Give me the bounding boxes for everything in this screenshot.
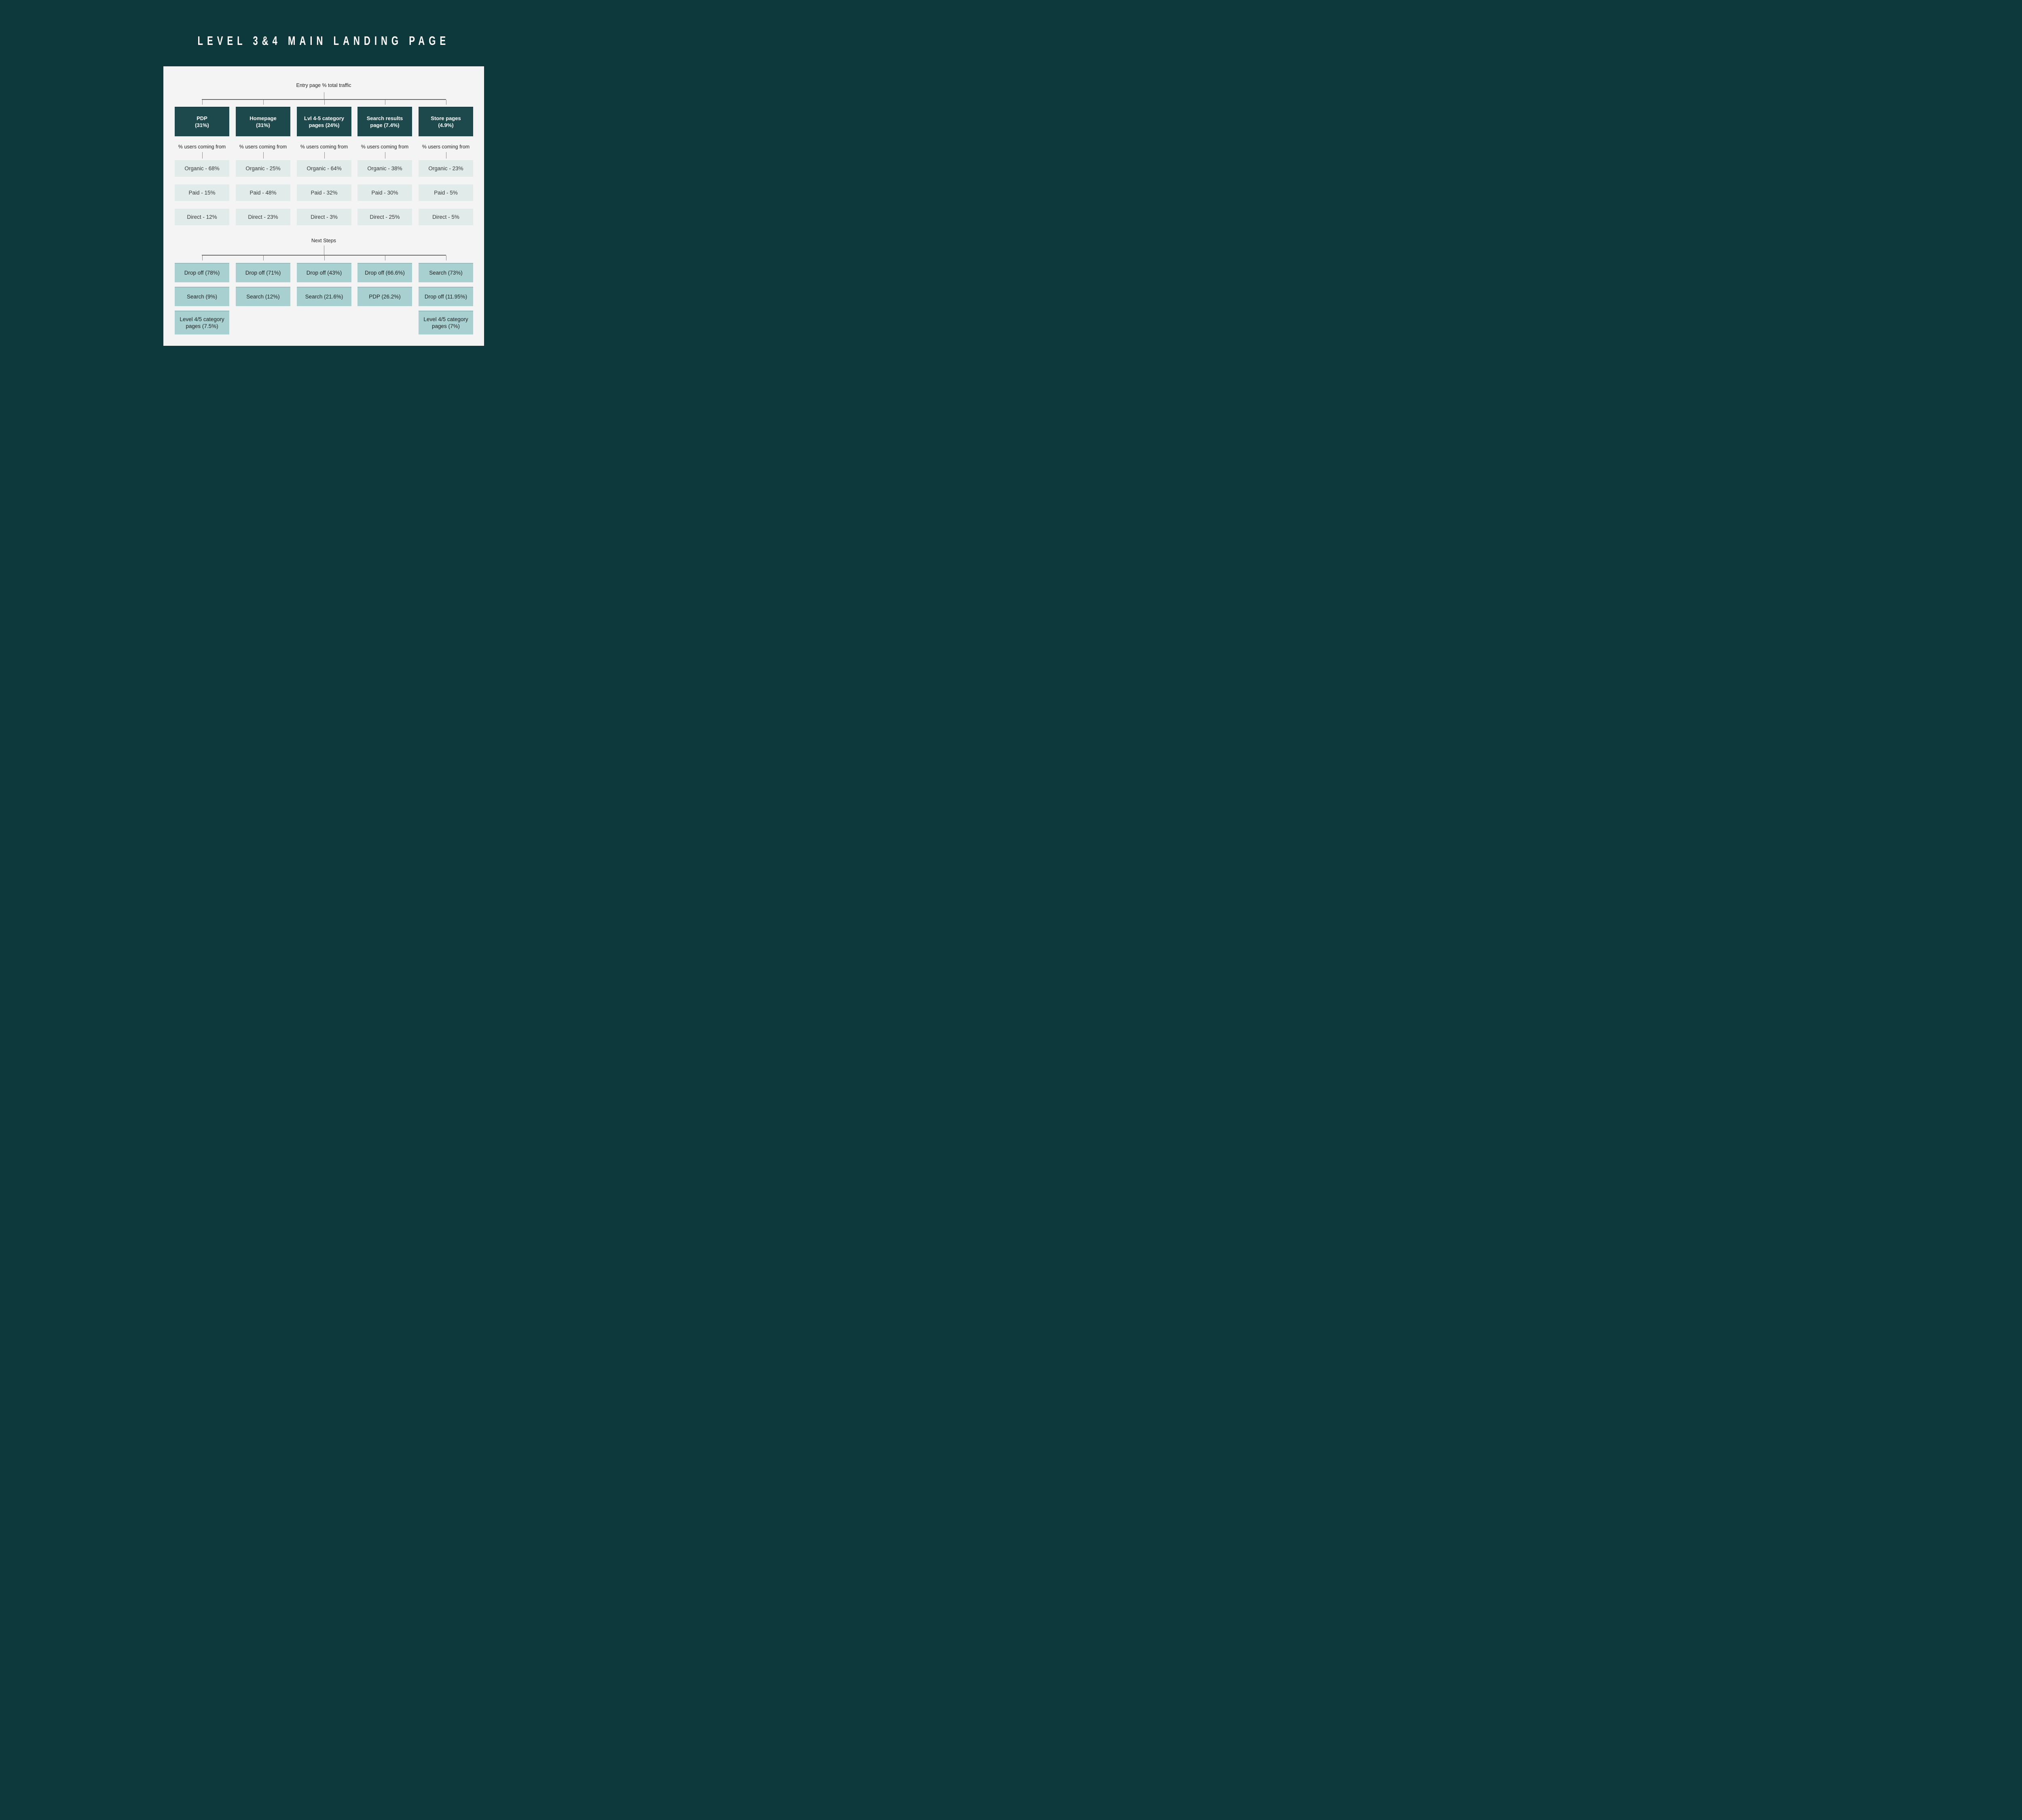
- entry-box-label-line2: (31%): [256, 122, 270, 128]
- entry-box-label-line2: page (7.4%): [370, 122, 400, 128]
- connector-tick: [263, 100, 264, 105]
- next-step-box: Drop off (43%): [297, 263, 351, 282]
- sources-header: % users coming from: [178, 144, 226, 150]
- entry-box-label-line1: Homepage: [250, 115, 277, 121]
- source-box-direct: Direct - 3%: [297, 209, 351, 225]
- page-background: { "page": { "title": "LEVEL 3&4 MAIN LAN…: [0, 0, 647, 364]
- source-box-organic: Organic - 25%: [236, 160, 290, 177]
- source-box-paid: Paid - 30%: [357, 184, 412, 201]
- diagram-panel: Entry page % total traffic Next Steps PD…: [163, 66, 484, 346]
- source-box-paid: Paid - 5%: [419, 184, 473, 201]
- next-step-box: Drop off (71%): [236, 263, 290, 282]
- source-box-direct: Direct - 25%: [357, 209, 412, 225]
- connector-tick: [202, 100, 203, 105]
- entry-box-label-line1: Lvl 4-5 category: [304, 115, 344, 121]
- source-box-organic: Organic - 64%: [297, 160, 351, 177]
- entry-traffic-header: Entry page % total traffic: [296, 83, 351, 88]
- connector-stub: [324, 152, 325, 159]
- entry-box-label-line1: Store pages: [431, 115, 461, 121]
- entry-box: Lvl 4-5 category pages (24%): [297, 107, 351, 136]
- connector-stub: [263, 152, 264, 159]
- entry-box: Store pages (4.9%): [419, 107, 473, 136]
- connector-stub: [202, 152, 203, 159]
- next-step-box: Search (73%): [419, 263, 473, 282]
- source-box-organic: Organic - 38%: [357, 160, 412, 177]
- next-step-box: Level 4/5 category pages (7%): [419, 311, 473, 334]
- entry-box: PDP (31%): [175, 107, 229, 136]
- sources-header: % users coming from: [361, 144, 409, 150]
- connector-tick: [202, 256, 203, 260]
- next-step-box: Search (21.6%): [297, 287, 351, 306]
- next-step-box: Drop off (66.6%): [357, 263, 412, 282]
- source-box-direct: Direct - 12%: [175, 209, 229, 225]
- entry-box: Homepage (31%): [236, 107, 290, 136]
- next-step-box: Drop off (11.95%): [419, 287, 473, 306]
- entry-box-label-line2: pages (24%): [309, 122, 340, 128]
- connector-tick: [263, 256, 264, 260]
- connector-tick: [324, 256, 325, 260]
- source-box-direct: Direct - 5%: [419, 209, 473, 225]
- next-step-box: Level 4/5 category pages (7.5%): [175, 311, 229, 334]
- sources-header: % users coming from: [239, 144, 287, 150]
- sources-header: % users coming from: [422, 144, 470, 150]
- column-search-results-page: Search results page (7.4%) % users comin…: [357, 66, 412, 346]
- next-step-box: Search (12%): [236, 287, 290, 306]
- page-title: LEVEL 3&4 MAIN LANDING PAGE: [197, 34, 450, 48]
- next-step-box: Drop off (78%): [175, 263, 229, 282]
- column-pdp: PDP (31%) % users coming from Organic - …: [175, 66, 229, 346]
- next-step-box: PDP (26.2%): [357, 287, 412, 306]
- source-box-paid: Paid - 48%: [236, 184, 290, 201]
- connector-tick: [324, 100, 325, 105]
- entry-box: Search results page (7.4%): [357, 107, 412, 136]
- source-box-organic: Organic - 68%: [175, 160, 229, 177]
- next-steps-header: Next Steps: [311, 238, 336, 243]
- next-steps-connector-rail: [202, 255, 446, 256]
- next-step-box: Search (9%): [175, 287, 229, 306]
- entry-box-label-line2: (31%): [195, 122, 209, 128]
- source-box-paid: Paid - 15%: [175, 184, 229, 201]
- entry-box-label-line1: Search results: [366, 115, 403, 121]
- page-title-wrap: LEVEL 3&4 MAIN LANDING PAGE: [0, 34, 647, 48]
- entry-connector-rail: [202, 99, 446, 100]
- entry-box-label-line1: PDP: [197, 115, 207, 121]
- column-lvl-4-5-category-pages: Lvl 4-5 category pages (24%) % users com…: [297, 66, 351, 346]
- source-box-direct: Direct - 23%: [236, 209, 290, 225]
- column-store-pages: Store pages (4.9%) % users coming from O…: [419, 66, 473, 346]
- column-homepage: Homepage (31%) % users coming from Organ…: [236, 66, 290, 346]
- entry-box-label-line2: (4.9%): [438, 122, 454, 128]
- source-box-paid: Paid - 32%: [297, 184, 351, 201]
- sources-header: % users coming from: [300, 144, 348, 150]
- source-box-organic: Organic - 23%: [419, 160, 473, 177]
